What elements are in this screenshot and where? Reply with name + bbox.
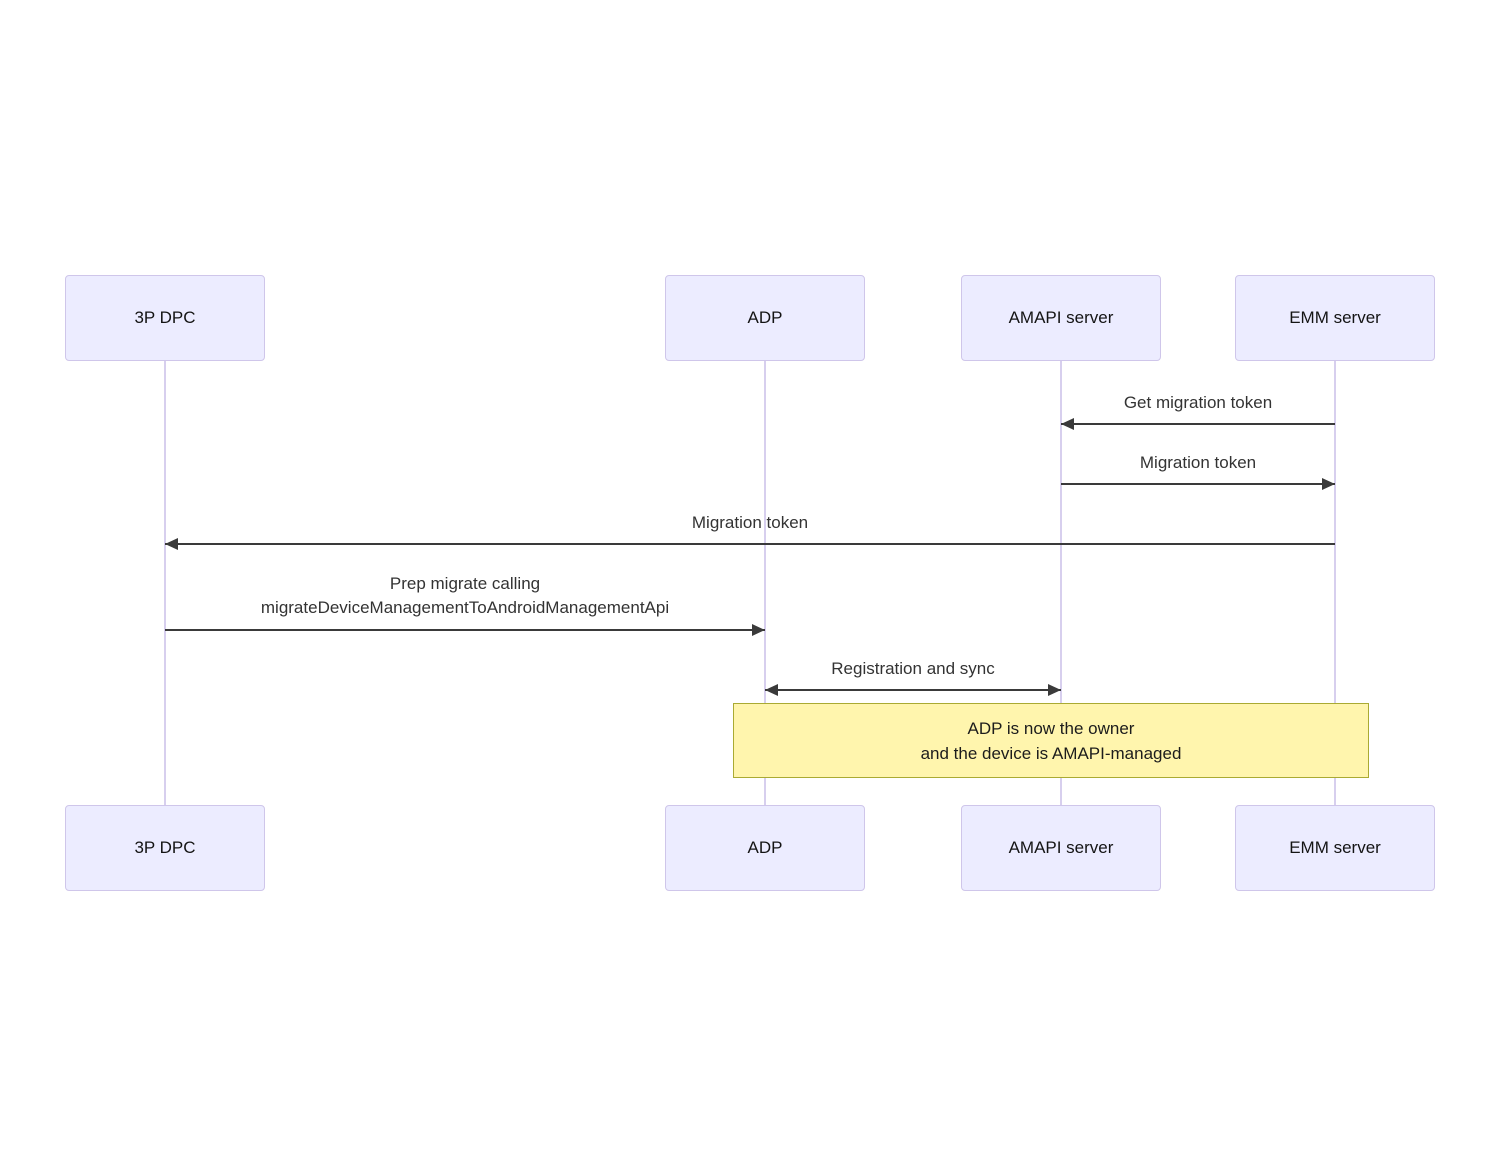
actor-bottom-adp: ADP [665, 805, 865, 891]
actor-top-emm-server: EMM server [1235, 275, 1435, 361]
message-label: Prep migrate calling migrateDeviceManage… [260, 574, 670, 617]
message-line [165, 543, 1335, 545]
lifeline-emm-server [1334, 361, 1336, 805]
actor-top-adp: ADP [665, 275, 865, 361]
message-line [765, 689, 1061, 691]
arrowhead-right-icon [752, 624, 765, 636]
actor-bottom-3p-dpc: 3P DPC [65, 805, 265, 891]
message-line [165, 629, 765, 631]
arrowhead-right-icon [1322, 478, 1335, 490]
arrowhead-left-icon [1061, 418, 1074, 430]
lifeline-amapi-server [1060, 361, 1062, 805]
actor-label: 3P DPC [134, 308, 196, 327]
actor-label: 3P DPC [134, 838, 196, 857]
message-line [1061, 483, 1335, 485]
message-label: Get migration token [1123, 393, 1273, 412]
actor-bottom-amapi-server: AMAPI server [961, 805, 1161, 891]
actor-bottom-emm-server: EMM server [1235, 805, 1435, 891]
actor-label: EMM server [1289, 838, 1381, 857]
arrowhead-right-icon [1048, 684, 1061, 696]
message-label: Registration and sync [831, 659, 995, 678]
actor-label: EMM server [1289, 308, 1381, 327]
note-adp-owner: ADP is now the owner and the device is A… [733, 703, 1369, 778]
actor-label: ADP [747, 308, 783, 327]
message-label: Migration token [1139, 453, 1257, 472]
actor-label: AMAPI server [1008, 838, 1114, 857]
arrowhead-left-icon [165, 538, 178, 550]
message-label: Migration token [691, 513, 809, 532]
lifeline-adp [764, 361, 766, 805]
actor-top-3p-dpc: 3P DPC [65, 275, 265, 361]
message-line [1061, 423, 1335, 425]
actor-top-amapi-server: AMAPI server [961, 275, 1161, 361]
lifeline-3p-dpc [164, 361, 166, 805]
actor-label: AMAPI server [1008, 308, 1114, 327]
arrowhead-left-icon [765, 684, 778, 696]
actor-label: ADP [747, 838, 783, 857]
note-text: ADP is now the owner and the device is A… [920, 718, 1182, 763]
